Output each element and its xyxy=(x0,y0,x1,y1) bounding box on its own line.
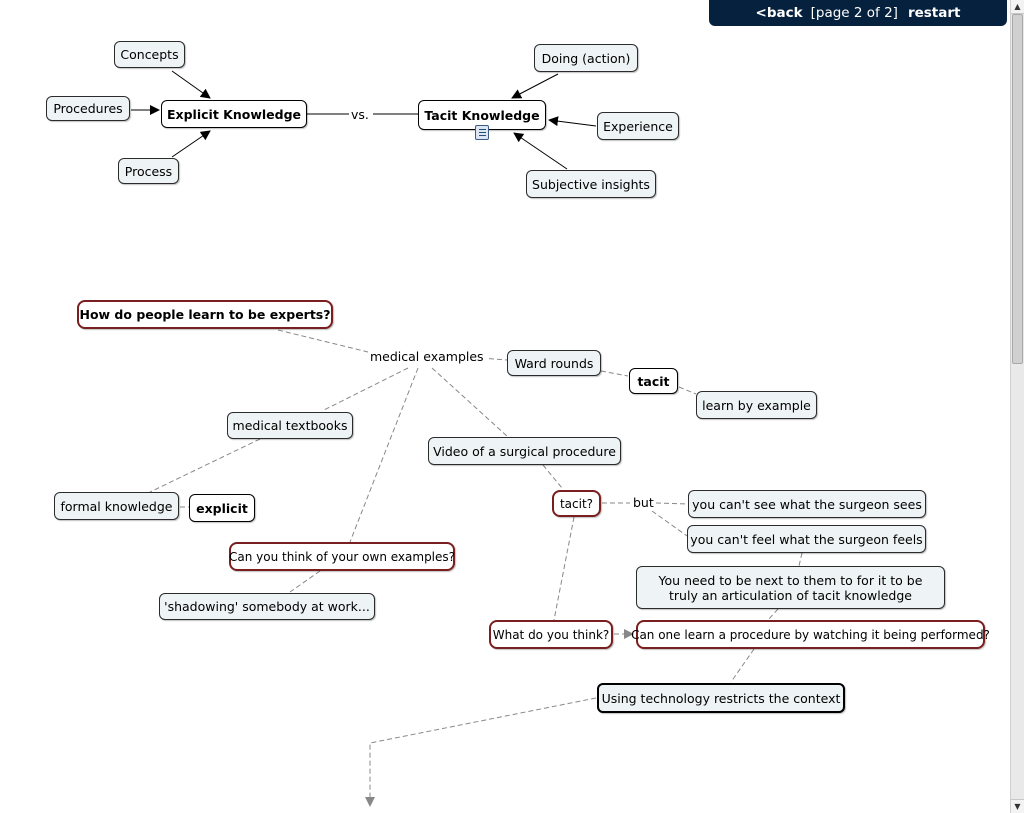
link-video-tacitq xyxy=(542,464,563,489)
label-but: but xyxy=(631,495,656,511)
label-vs: vs. xyxy=(349,107,371,123)
link-medical-video xyxy=(431,367,509,438)
concept-technology-context[interactable]: Using technology restricts the context xyxy=(597,683,845,713)
link-own-shadowing xyxy=(289,570,321,593)
question-own-examples[interactable]: Can you think of your own examples? xyxy=(229,542,455,571)
restart-link[interactable]: restart xyxy=(907,5,961,21)
concept-experience[interactable]: Experience xyxy=(597,112,679,140)
vertical-scrollbar[interactable]: ▲ ▼ xyxy=(1010,0,1024,813)
link-subjective-tacit xyxy=(513,132,568,170)
link-ward-tacit xyxy=(600,370,629,377)
link-medical-textbooks xyxy=(321,367,409,412)
label-medical-examples: medical examples xyxy=(368,349,486,365)
link-tech-down xyxy=(365,697,597,807)
concept-video-surgical[interactable]: Video of a surgical procedure xyxy=(428,437,621,465)
concept-medical-textbooks[interactable]: medical textbooks xyxy=(227,412,353,439)
link-doing-tacit xyxy=(511,73,559,99)
concept-ward-rounds[interactable]: Ward rounds xyxy=(507,350,601,376)
concept-concepts[interactable]: Concepts xyxy=(114,41,185,68)
concept-explicit-knowledge[interactable]: Explicit Knowledge xyxy=(161,100,307,128)
back-link[interactable]: <back xyxy=(755,5,803,21)
link-feel-next xyxy=(798,552,803,567)
concept-subjective-insights[interactable]: Subjective insights xyxy=(526,170,656,198)
concept-learn-by-example[interactable]: learn by example xyxy=(696,391,817,419)
link-experience-tacit xyxy=(548,116,597,127)
link-tacitq-what xyxy=(553,516,575,621)
concept-cant-feel[interactable]: you can't feel what the surgeon feels xyxy=(687,525,926,553)
navigation-bar: <back [page 2 of 2] restart xyxy=(709,0,1007,26)
question-experts[interactable]: How do people learn to be experts? xyxy=(77,300,333,329)
concept-procedures[interactable]: Procedures xyxy=(46,96,130,121)
concept-explicit[interactable]: explicit xyxy=(189,494,255,522)
question-tacit[interactable]: tacit? xyxy=(552,490,601,517)
concept-doing-action[interactable]: Doing (action) xyxy=(534,44,638,72)
link-learnproc-tech xyxy=(730,648,755,683)
concept-cant-see[interactable]: you can't see what the surgeon sees xyxy=(688,490,926,518)
question-learn-procedure[interactable]: Can one learn a procedure by watching it… xyxy=(631,620,990,649)
link-next-learnproc xyxy=(767,608,779,621)
scroll-thumb[interactable] xyxy=(1012,14,1023,364)
link-process-explicit xyxy=(171,130,211,158)
scroll-down-arrow-icon[interactable]: ▼ xyxy=(1011,799,1024,813)
link-concepts-explicit xyxy=(171,70,211,99)
link-medical-own xyxy=(349,367,419,543)
concept-next-to-them[interactable]: You need to be next to them to for it to… xyxy=(636,566,945,609)
scroll-up-arrow-icon[interactable]: ▲ xyxy=(1011,0,1024,14)
page-indicator: [page 2 of 2] xyxy=(810,5,898,21)
note-icon[interactable] xyxy=(475,125,489,140)
link-but-see xyxy=(655,502,689,505)
concept-shadowing[interactable]: 'shadowing' somebody at work... xyxy=(159,593,375,620)
question-what-do-you-think[interactable]: What do you think? xyxy=(489,620,613,649)
link-textbooks-formal xyxy=(149,438,261,493)
link-but-feel xyxy=(651,510,691,539)
concept-process[interactable]: Process xyxy=(118,158,179,184)
link-tacit-learn xyxy=(678,386,697,395)
link-question-medical xyxy=(277,329,369,353)
concept-formal-knowledge[interactable]: formal knowledge xyxy=(54,492,179,520)
concept-tacit[interactable]: tacit xyxy=(629,368,678,394)
